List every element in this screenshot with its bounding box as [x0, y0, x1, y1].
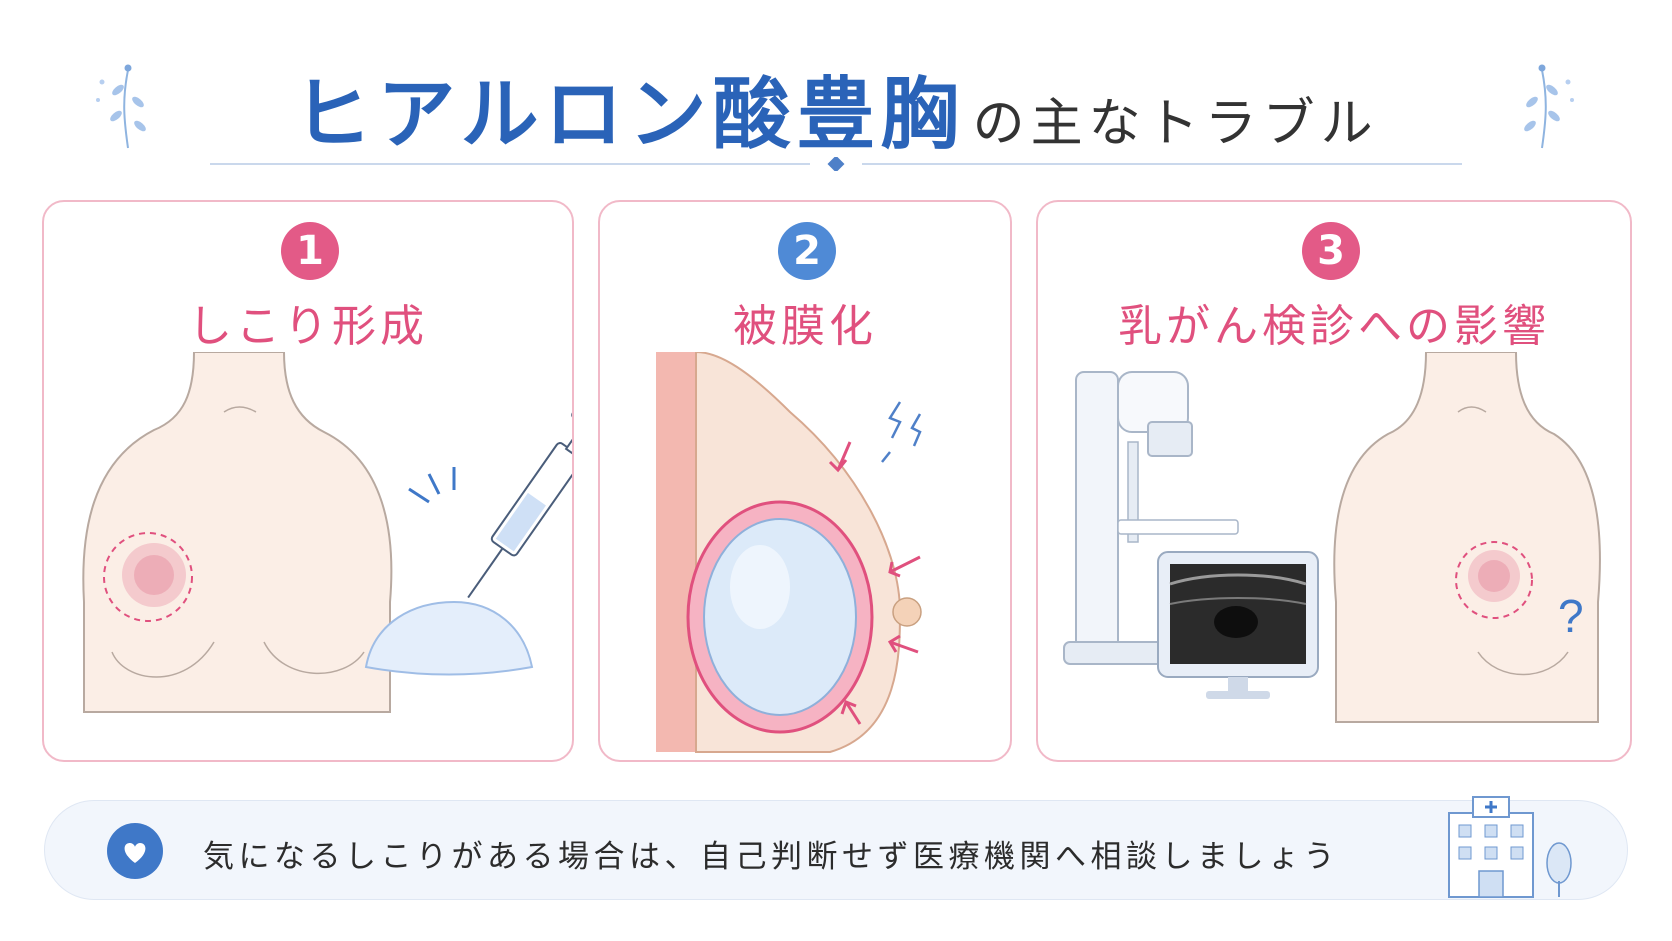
- question-mark-icon: ?: [1558, 590, 1584, 642]
- filler-gel-icon: [364, 600, 534, 676]
- page-title: ヒアルロン酸豊胸の主なトラブル: [0, 52, 1672, 164]
- leaf-decoration-icon: [1524, 64, 1574, 149]
- leaf-decoration-icon: [96, 64, 146, 149]
- title-sub: の主なトラブル: [972, 94, 1379, 154]
- card-title: 乳がん検診への影響: [1118, 301, 1550, 352]
- lump-illustration: [82, 352, 572, 713]
- card-screening-impact: 3 乳がん検診への影響 ?: [1036, 200, 1632, 762]
- card-number-badge: 1: [281, 222, 339, 280]
- title-main: ヒアルロン酸豊胸: [293, 70, 965, 160]
- screening-illustration: ?: [1063, 352, 1601, 723]
- ultrasound-monitor-icon: [1157, 551, 1319, 699]
- card-lump-formation: 1 しこり形成: [42, 200, 574, 762]
- heart-icon: [107, 823, 163, 879]
- card-title: 被膜化: [733, 301, 877, 352]
- mammography-machine-icon: [1063, 371, 1239, 665]
- hospital-icon: [1448, 796, 1572, 898]
- card-title: しこり形成: [188, 301, 428, 352]
- card-encapsulation: 2 被膜化: [598, 200, 1012, 762]
- title-divider: [210, 157, 1462, 171]
- syringe-icon: [408, 407, 572, 599]
- advice-text: 気になるしこりがある場合は、自己判断せず医療機関へ相談しましょう: [203, 839, 1339, 875]
- capsule-illustration: [656, 352, 922, 753]
- header: ヒアルロン酸豊胸の主なトラブル: [0, 0, 1672, 190]
- card-number-badge: 2: [778, 222, 836, 280]
- advice-banner: 気になるしこりがある場合は、自己判断せず医療機関へ相談しましょう: [44, 796, 1628, 900]
- card-number-badge: 3: [1302, 222, 1360, 280]
